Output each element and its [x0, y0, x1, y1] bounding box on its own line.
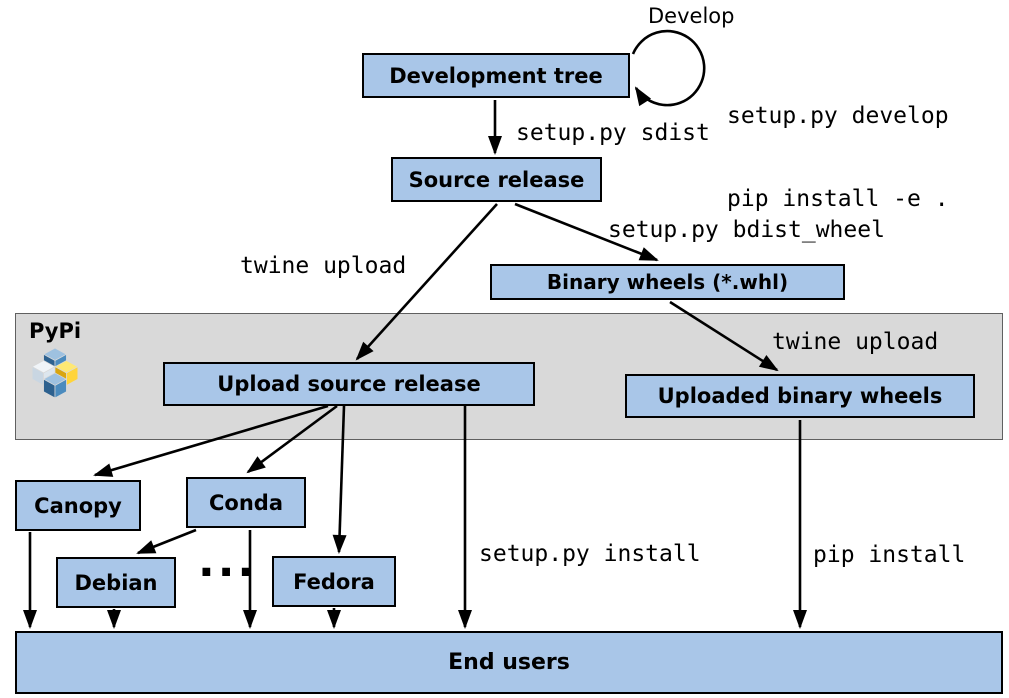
pypi-label: PyPi [29, 319, 82, 343]
node-debian: Debian [56, 557, 176, 608]
node-development-tree: Development tree [362, 53, 630, 98]
label-twine-upload-wheels: twine upload [772, 329, 939, 355]
label-setup-py-sdist: setup.py sdist [516, 120, 710, 146]
node-conda: Conda [186, 477, 306, 528]
node-canopy: Canopy [15, 480, 141, 531]
arrow-source-release-to-upload-source [355, 203, 498, 361]
node-source-release: Source release [391, 157, 602, 202]
node-binary-wheels: Binary wheels (*.whl) [490, 264, 845, 300]
ellipsis-more-distributions: ... [198, 536, 258, 587]
label-setup-py-install: setup.py install [479, 541, 701, 567]
arrow-upload-source-to-canopy [93, 404, 329, 477]
arrow-develop-self-loop [631, 29, 706, 107]
arrow-upload-source-to-conda [246, 404, 338, 474]
label-develop-commands: setup.py develop pip install -e . [727, 49, 949, 267]
node-fedora: Fedora [272, 556, 396, 607]
label-setup-py-develop: setup.py develop [727, 103, 949, 129]
arrow-binary-wheels-to-uploaded [669, 300, 779, 372]
node-uploaded-binary-wheels: Uploaded binary wheels [625, 374, 975, 418]
label-develop: Develop [648, 4, 735, 28]
label-pip-install-editable: pip install -e . [727, 186, 949, 212]
label-setup-py-bdist-wheel: setup.py bdist_wheel [608, 217, 885, 243]
arrow-conda-to-debian [136, 528, 197, 555]
node-upload-source-release: Upload source release [163, 362, 535, 406]
pypi-cubes-logo [31, 347, 79, 399]
node-end-users: End users [15, 631, 1003, 694]
label-twine-upload-source: twine upload [240, 253, 407, 279]
arrow-upload-source-to-fedora [332, 405, 347, 554]
arrow-source-release-to-binary-wheels [514, 202, 659, 262]
label-pip-install: pip install [813, 542, 966, 568]
pypi-logo-front-cube [42, 372, 68, 399]
